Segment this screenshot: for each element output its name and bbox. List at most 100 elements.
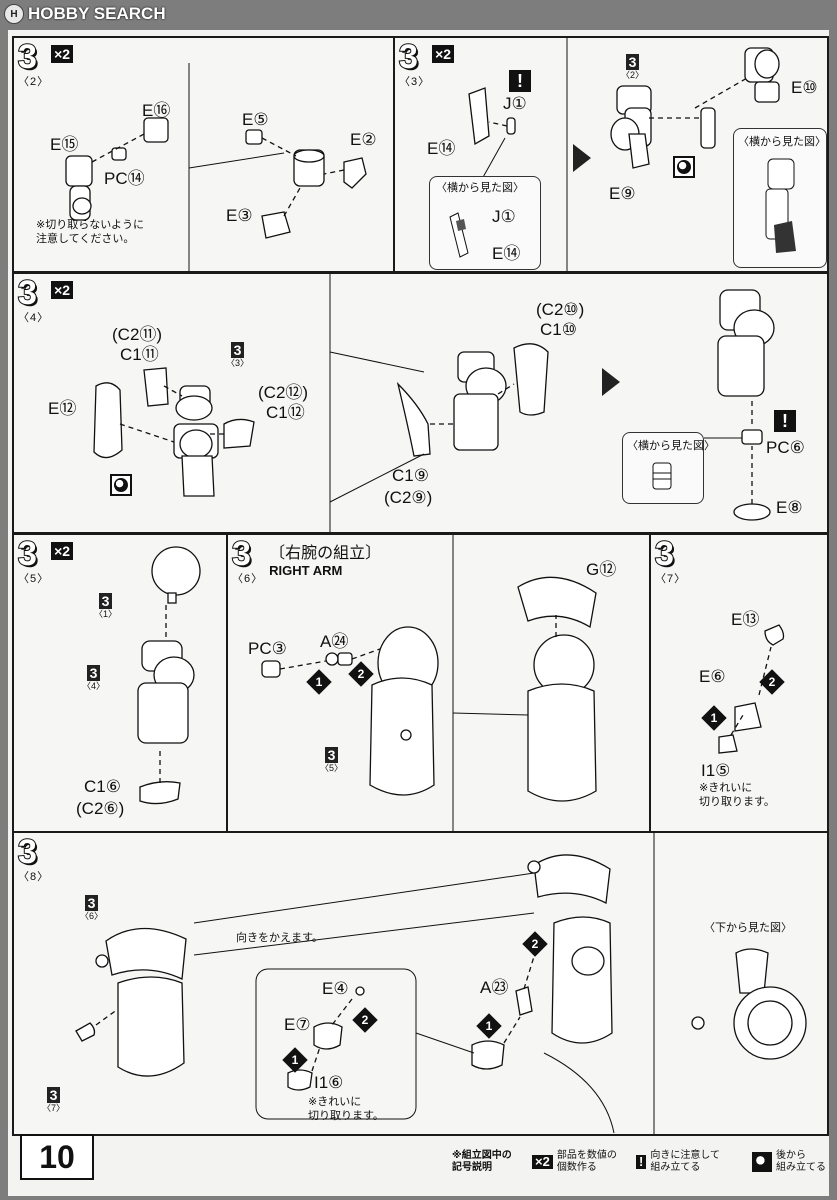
step-number: 3 (231, 535, 252, 573)
part-label: C1⑩ (540, 320, 577, 339)
logo-text: HOBBY SEARCH (28, 4, 166, 23)
multiplier-badge: ×2 (51, 45, 74, 63)
step-substep: 〈6〉 (232, 573, 264, 585)
panel-step-3-8: 3 〈8〉 (12, 831, 829, 1136)
page-number: 10 (20, 1134, 94, 1180)
part-illustration (137, 546, 201, 805)
cutting-note: ※きれいに 切り取ります。 (308, 1096, 384, 1122)
panel-step-3-2: 3 〈2〉 ×2 E⑯ E⑮ PC⑭ E⑤ E② E③ ※ (12, 36, 395, 273)
part-label: PC⑭ (104, 169, 145, 188)
orientation-warning-icon: ! (774, 410, 796, 432)
rotate-note: 向きをかえます。 (236, 932, 323, 944)
part-label: I1⑥ (314, 1073, 344, 1092)
part-label: E④ (322, 979, 349, 998)
ref-tag: 3 〈6〉 (80, 895, 104, 921)
part-label: E⑭ (492, 244, 521, 263)
part-label: E⑮ (50, 135, 79, 154)
part-label: E⑫ (48, 399, 77, 418)
part-label: E⑥ (699, 667, 726, 686)
step-order-1: 1 (306, 669, 332, 695)
part-label: (C2⑩) (536, 300, 585, 319)
side-view-callout: 〈横から見た図〉 (622, 432, 715, 504)
step-order-1: 1 (701, 705, 727, 731)
orientation-warning-icon: ! (636, 1155, 647, 1169)
panel-step-3-7: 3 〈7〉 E⑬ E⑥ 2 1 I1⑤ ※きれいに 切り取ります。 (649, 533, 829, 833)
step-order-2: 2 (348, 661, 374, 687)
part-label: E⑭ (427, 139, 456, 158)
part-label: E⑩ (791, 78, 818, 97)
step-number: 3 (17, 535, 38, 573)
legend-multiplier: ×2 部品を数値の 個数作る (532, 1150, 617, 1174)
step-header: 3 〈4〉 ×2 (17, 274, 74, 325)
ref-tag: 3 〈1〉 (94, 593, 118, 619)
part-label: E⑧ (776, 498, 803, 517)
bottom-view-title: 〈下から見た図〉 (704, 922, 792, 934)
part-label: E② (350, 130, 377, 149)
next-arrow-icon (573, 144, 591, 172)
part-illustration (75, 833, 807, 1134)
legend-assemble-later: 後から 組み立てる (752, 1150, 826, 1174)
orientation-warning-icon: ! (509, 70, 531, 92)
callout-title: 〈横から見た図〉 (436, 182, 524, 194)
step-order-2: 2 (522, 931, 548, 957)
step-number: 3 (17, 38, 38, 76)
cutting-note: ※切り取らないように 注意してください。 (36, 219, 144, 245)
step-number: 3 (398, 38, 419, 76)
step-title-en: RIGHT ARM (269, 563, 343, 578)
step-order-2: 2 (759, 669, 785, 695)
step-header: 3 〈5〉 ×2 (17, 535, 74, 586)
side-view-callout: 〈横から見た図〉 J① E⑭ (429, 176, 541, 270)
step-substep: 〈4〉 (18, 312, 50, 324)
callout-title: 〈横から見た図〉 (627, 440, 715, 452)
part-label: PC③ (248, 639, 287, 658)
step-header: 3 〈6〉 〔右腕の組立〕 RIGHT ARM (231, 535, 381, 586)
part-label: G⑫ (586, 560, 617, 579)
part-illustration (65, 63, 367, 271)
part-illustration (261, 535, 597, 831)
next-arrow-icon (602, 368, 620, 396)
logo-mark-icon: H (4, 4, 24, 24)
part-label: C1⑨ (392, 466, 429, 485)
step-substep: 〈5〉 (18, 573, 50, 585)
step-substep: 〈3〉 (399, 76, 431, 88)
part-label: E⑬ (731, 610, 760, 629)
part-label: E③ (226, 206, 253, 225)
site-logo: H HOBBY SEARCH (4, 3, 166, 25)
step-order-1: 1 (282, 1047, 308, 1073)
step-header: 3 〈7〉 (654, 536, 687, 586)
panel-step-3-4: 3 〈4〉 ×2 (12, 272, 829, 534)
ref-tag: 3 〈7〉 (42, 1087, 66, 1113)
ref-tag: 3 〈3〉 (226, 342, 250, 368)
part-label: J① (492, 207, 516, 226)
step-number: 3 (17, 833, 38, 871)
cutting-note: ※きれいに 切り取ります。 (699, 782, 775, 808)
assemble-later-icon (110, 474, 132, 496)
side-view-art (652, 462, 672, 490)
part-illustration (93, 274, 775, 532)
part-label: (C2⑪) (112, 325, 163, 344)
part-label: (C2⑨) (384, 488, 433, 507)
step-header: 3 〈8〉 (17, 833, 50, 884)
part-label: C1⑪ (120, 345, 159, 364)
part-label: E⑤ (242, 110, 269, 129)
part-label: (C2⑫) (258, 383, 309, 402)
step-number: 3 (17, 274, 38, 312)
multiplier-icon: ×2 (532, 1155, 553, 1169)
ref-tag: 3 〈2〉 (621, 54, 645, 80)
part-label: PC⑥ (766, 438, 805, 457)
step-substep: 〈7〉 (655, 573, 687, 585)
part-label: E⑨ (609, 184, 636, 203)
assemble-later-icon (752, 1152, 772, 1172)
step-order-2: 2 (352, 1007, 378, 1033)
part-label: E⑯ (142, 101, 171, 120)
step-header: 3 〈3〉 ×2 (398, 38, 455, 89)
part-label: J① (503, 94, 527, 113)
multiplier-badge: ×2 (432, 45, 455, 63)
step-substep: 〈8〉 (18, 871, 50, 883)
side-view-callout: 〈横から見た図〉 (733, 128, 827, 268)
legend-title: ※組立図中の 記号説明 (452, 1150, 512, 1173)
step-header: 3 〈2〉 ×2 (17, 38, 74, 89)
multiplier-badge: ×2 (51, 281, 74, 299)
part-label: I1⑤ (701, 761, 731, 780)
part-label: (C2⑥) (76, 799, 125, 818)
